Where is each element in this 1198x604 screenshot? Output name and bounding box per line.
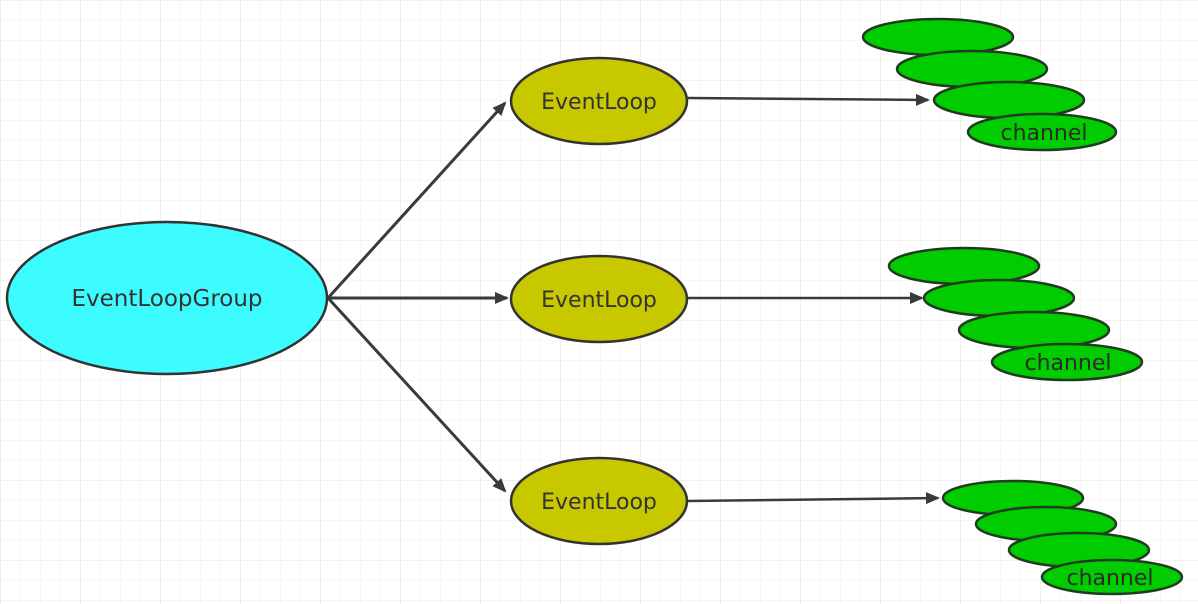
channel-stack-3[interactable]: channel (941, 479, 1184, 596)
node-event-loop-3[interactable]: EventLoop (509, 456, 689, 546)
channel-3d (1040, 558, 1184, 596)
event-loop-3-label: EventLoop (541, 490, 657, 515)
channel-2a (887, 246, 1041, 286)
event-loop-1-shape (509, 56, 689, 146)
channel-2c (957, 310, 1111, 350)
event-loop-1-label: EventLoop (541, 90, 657, 115)
node-event-loop-1[interactable]: EventLoop (509, 56, 689, 146)
channel-stack-2[interactable]: channel (887, 246, 1144, 382)
edge-group-loop-1 (326, 101, 507, 300)
node-event-loop-group[interactable]: EventLoopGroup (5, 220, 329, 376)
channel-stack-2-label: channel (1024, 351, 1111, 376)
channel-1d (966, 112, 1118, 152)
event-loop-group-shape (5, 220, 329, 376)
channel-1c (932, 80, 1086, 120)
edge-loop-3-channels (687, 492, 940, 505)
channel-stack-3-label: channel (1066, 566, 1153, 591)
event-loop-2-label: EventLoop (541, 288, 657, 313)
event-loop-group-label: EventLoopGroup (71, 286, 262, 312)
event-loop-3-shape (509, 456, 689, 546)
event-loop-2-shape (509, 254, 689, 344)
channel-stack-1[interactable]: channel (861, 17, 1118, 152)
channel-2b (922, 278, 1076, 318)
edges-loops-to-channels (687, 93, 940, 505)
edge-group-loop-3 (326, 296, 507, 493)
edge-loop-1-channels (687, 93, 930, 106)
edges-group-to-loops (326, 101, 509, 493)
node-event-loop-2[interactable]: EventLoop (509, 254, 689, 344)
channel-stack-1-label: channel (1000, 121, 1087, 146)
channel-2d (990, 342, 1144, 382)
channel-1a (861, 17, 1015, 57)
